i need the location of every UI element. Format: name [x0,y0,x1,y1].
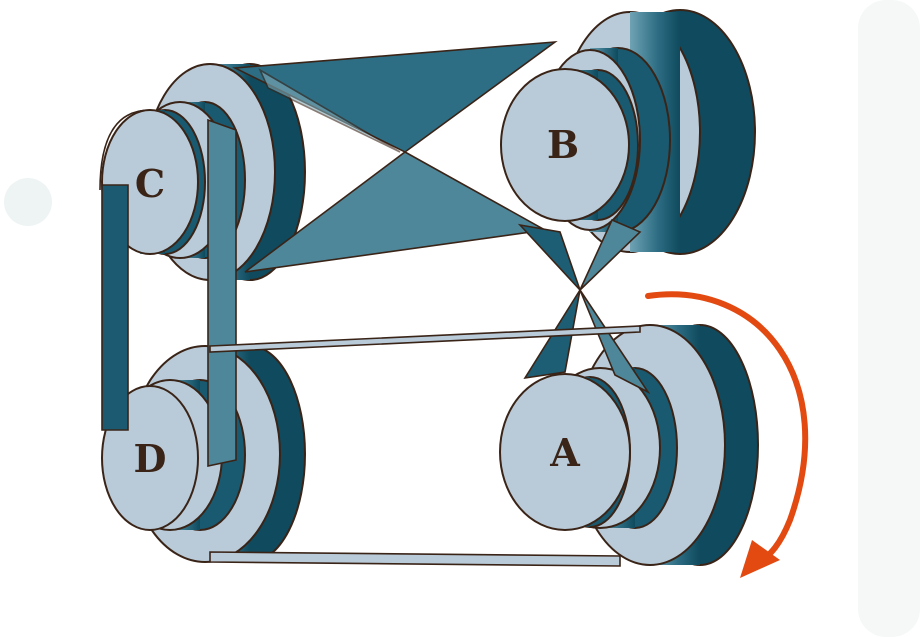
pulley-b-label: B [547,122,579,167]
background-blob [4,178,52,226]
rotation-arrow [645,291,809,578]
pulley-c [101,63,306,281]
belt-c-d [99,109,237,467]
pulley-d-label: D [134,436,167,481]
pulley-d [101,345,306,563]
background-strip [858,0,920,637]
pulley-b [500,9,756,255]
belt-c-b-crossed [232,40,558,273]
pulley-a-label: A [549,430,580,475]
pulley-c-label: C [135,161,165,206]
pulley-a [499,324,759,566]
belt-d-a [209,325,641,567]
